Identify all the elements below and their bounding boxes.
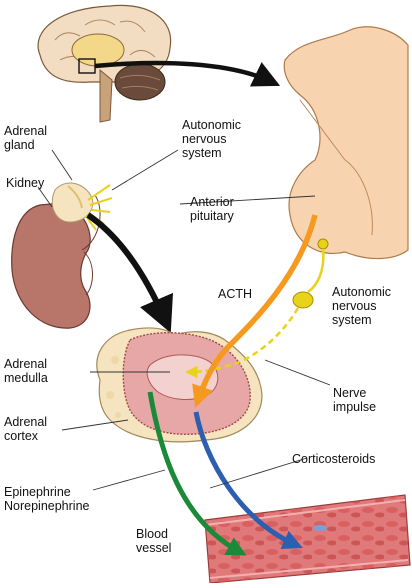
- adrenal-cross-section: [96, 327, 263, 443]
- epinephrine-arrow: [147, 391, 247, 556]
- label-acth: ACTH: [218, 287, 253, 301]
- leader-lines: [37, 149, 331, 491]
- corticosteroid-arrow: [193, 411, 303, 550]
- label-ans-top: Autonomic nervous system: [182, 118, 242, 160]
- brain-illustration: [37, 4, 172, 123]
- label-blood-vessel: Blood vessel: [136, 527, 172, 555]
- blood-vessel-illustration: [204, 494, 411, 584]
- pituitary-illustration: [283, 26, 409, 260]
- label-kidney: Kidney: [6, 176, 45, 190]
- label-epinephrine: Epinephrine Norepinephrine: [4, 485, 90, 513]
- label-ans-bottom: Autonomic nervous system: [332, 285, 392, 327]
- label-adrenal-medulla: Adrenal medulla: [4, 357, 48, 385]
- label-anterior-pituitary: Anterior pituitary: [190, 195, 234, 223]
- brain-to-pituitary-arrow: [94, 60, 281, 87]
- label-nerve-impulse: Nerve impulse: [333, 386, 377, 414]
- label-adrenal-cortex: Adrenal cortex: [4, 415, 48, 443]
- label-corticosteroids: Corticosteroids: [292, 452, 376, 466]
- ans-nerve-bottom: [185, 238, 329, 379]
- kidney-to-adrenal-arrow: [86, 212, 173, 334]
- acth-arrow: [192, 214, 318, 408]
- kidney-illustration: [11, 182, 101, 329]
- label-adrenal-gland: Adrenal gland: [4, 124, 48, 152]
